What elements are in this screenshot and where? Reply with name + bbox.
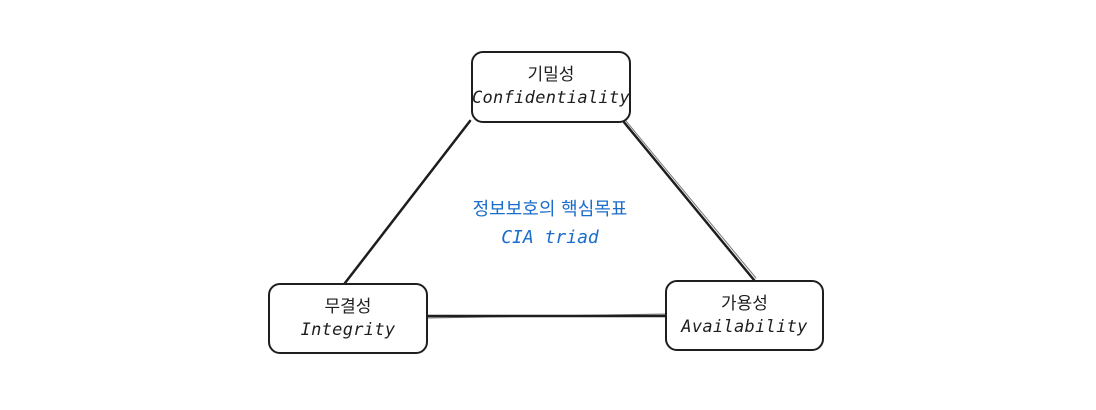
center-label: 정보보호의 핵심목표 CIA triad bbox=[400, 196, 700, 252]
node-availability[interactable]: 가용성 Availability bbox=[665, 280, 824, 351]
node-label-ko: 무결성 bbox=[324, 296, 372, 317]
edge-confidentiality-integrity-sketch bbox=[345, 123, 469, 282]
node-integrity[interactable]: 무결성 Integrity bbox=[268, 283, 428, 354]
center-title-en: CIA triad bbox=[501, 227, 599, 248]
edge-confidentiality-availability-sketch bbox=[625, 120, 757, 279]
edge-integrity-availability-sketch bbox=[427, 313, 666, 319]
node-confidentiality[interactable]: 기밀성 Confidentiality bbox=[471, 51, 631, 123]
center-title-ko: 정보보호의 핵심목표 bbox=[472, 199, 628, 220]
node-label-ko: 가용성 bbox=[721, 293, 768, 314]
node-label-ko: 기밀성 bbox=[527, 65, 575, 85]
edge-confidentiality-availability bbox=[621, 119, 756, 282]
node-label-en: Availability bbox=[681, 316, 808, 337]
node-label-en: Integrity bbox=[300, 319, 396, 340]
node-label-en: Confidentiality bbox=[471, 88, 631, 108]
